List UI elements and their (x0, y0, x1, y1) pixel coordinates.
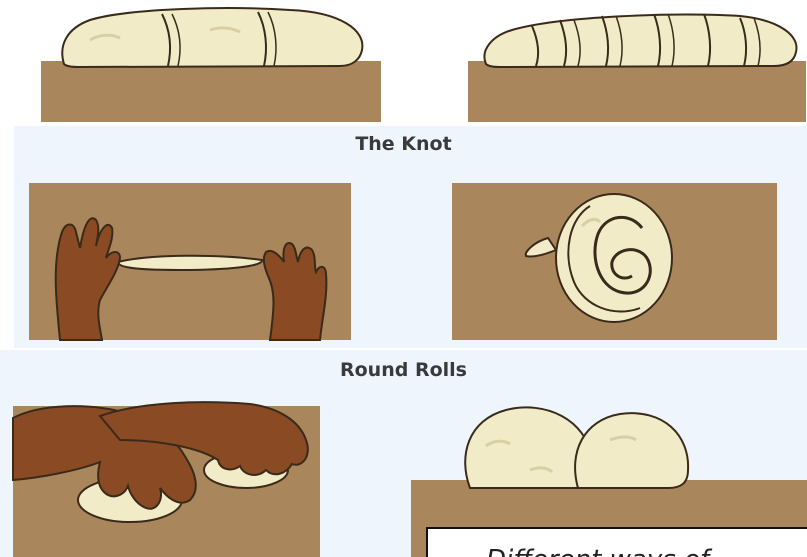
caption-text: Different ways of (486, 545, 709, 557)
caption-box: Different ways of (426, 527, 807, 557)
